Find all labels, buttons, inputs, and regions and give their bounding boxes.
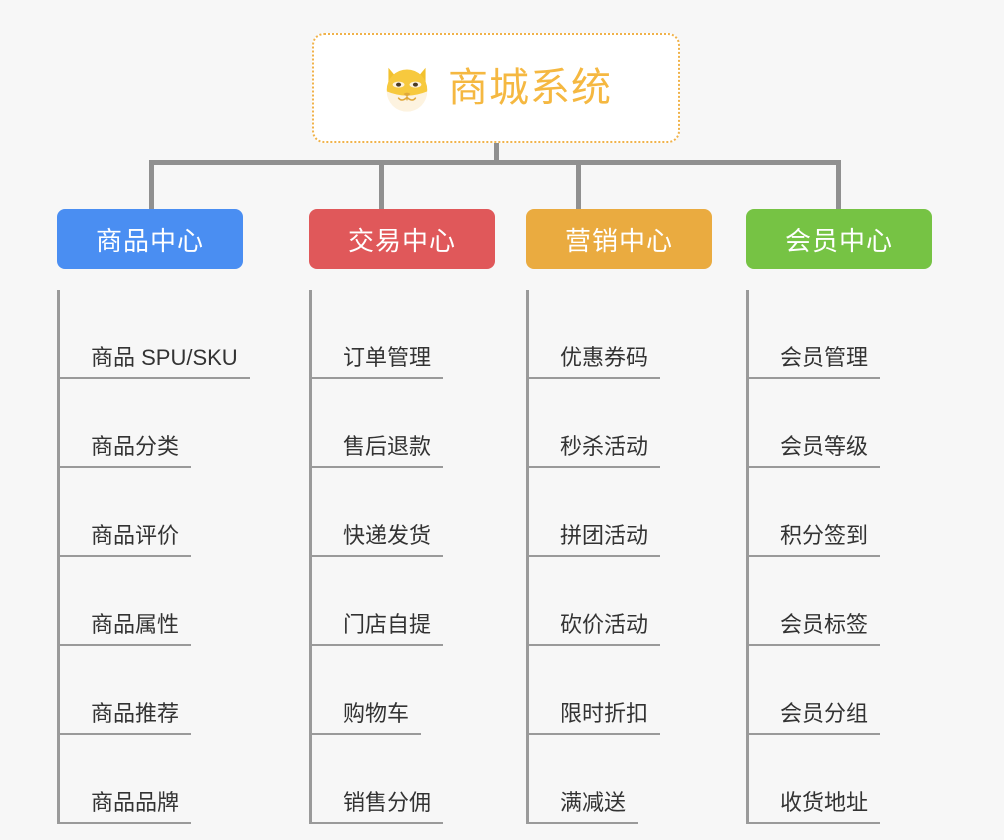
leaf-item[interactable]: 商品品牌 xyxy=(60,735,243,824)
leaf-item-label: 收货地址 xyxy=(749,790,881,824)
connector-drop-3 xyxy=(836,160,841,209)
leaf-item-label: 购物车 xyxy=(312,701,422,735)
leaf-item[interactable]: 优惠券码 xyxy=(529,290,712,379)
connector-drop-1 xyxy=(379,160,384,209)
leaf-item[interactable]: 秒杀活动 xyxy=(529,379,712,468)
root-title: 商城系统 xyxy=(448,66,612,110)
connector-drop-0 xyxy=(149,160,154,209)
leaf-item-label: 商品评价 xyxy=(60,523,192,557)
leaf-item[interactable]: 拼团活动 xyxy=(529,468,712,557)
leaf-item[interactable]: 收货地址 xyxy=(749,735,932,824)
branch-column-1: 交易中心订单管理售后退款快递发货门店自提购物车销售分佣 xyxy=(309,209,495,824)
leaf-item[interactable]: 积分签到 xyxy=(749,468,932,557)
leaf-item-label: 限时折扣 xyxy=(529,701,661,735)
leaf-item-label: 满减送 xyxy=(529,790,639,824)
branch-items-1: 订单管理售后退款快递发货门店自提购物车销售分佣 xyxy=(309,290,495,824)
leaf-item[interactable]: 商品评价 xyxy=(60,468,243,557)
leaf-item-label: 拼团活动 xyxy=(529,523,661,557)
leaf-item[interactable]: 快递发货 xyxy=(312,468,495,557)
connector-root-stem xyxy=(494,143,499,163)
leaf-item-label: 售后退款 xyxy=(312,434,444,468)
connector-drop-2 xyxy=(576,160,581,209)
leaf-item[interactable]: 订单管理 xyxy=(312,290,495,379)
shiba-dog-icon xyxy=(386,67,428,112)
leaf-item-label: 商品属性 xyxy=(60,612,192,646)
leaf-item-label: 销售分佣 xyxy=(312,790,444,824)
branch-column-0: 商品中心商品 SPU/SKU 商品分类商品评价商品属性商品推荐商品品牌 xyxy=(57,209,250,824)
leaf-item-label: 商品推荐 xyxy=(60,701,192,735)
leaf-item-label: 会员标签 xyxy=(749,612,881,646)
leaf-item-label: 会员管理 xyxy=(749,345,881,379)
branch-items-2: 优惠券码秒杀活动拼团活动砍价活动限时折扣满减送 xyxy=(526,290,712,824)
branch-column-3: 会员中心会员管理会员等级积分签到会员标签会员分组收货地址 xyxy=(746,209,932,824)
branch-items-0: 商品 SPU/SKU 商品分类商品评价商品属性商品推荐商品品牌 xyxy=(57,290,250,824)
branch-header-2[interactable]: 营销中心 xyxy=(526,209,712,269)
leaf-item-label: 会员等级 xyxy=(749,434,881,468)
leaf-item[interactable]: 售后退款 xyxy=(312,379,495,468)
leaf-item[interactable]: 会员标签 xyxy=(749,557,932,646)
root-node-mall-system[interactable]: 商城系统 xyxy=(312,33,680,143)
leaf-item-label: 商品品牌 xyxy=(60,790,192,824)
leaf-item[interactable]: 商品属性 xyxy=(60,557,243,646)
connector-horizontal-bus xyxy=(149,160,841,165)
leaf-item-label: 门店自提 xyxy=(312,612,444,646)
leaf-item-label: 订单管理 xyxy=(312,345,444,379)
leaf-item-label: 秒杀活动 xyxy=(529,434,661,468)
branch-header-0[interactable]: 商品中心 xyxy=(57,209,243,269)
leaf-item[interactable]: 商品分类 xyxy=(60,379,243,468)
leaf-item[interactable]: 购物车 xyxy=(312,646,495,735)
branch-column-2: 营销中心优惠券码秒杀活动拼团活动砍价活动限时折扣满减送 xyxy=(526,209,712,824)
leaf-item[interactable]: 销售分佣 xyxy=(312,735,495,824)
leaf-item-label: 砍价活动 xyxy=(529,612,661,646)
leaf-item-label: 商品 SPU/SKU xyxy=(60,345,250,379)
leaf-item[interactable]: 会员管理 xyxy=(749,290,932,379)
leaf-item[interactable]: 限时折扣 xyxy=(529,646,712,735)
leaf-item-label: 优惠券码 xyxy=(529,345,661,379)
leaf-item[interactable]: 满减送 xyxy=(529,735,712,824)
leaf-item[interactable]: 会员等级 xyxy=(749,379,932,468)
leaf-item-label: 积分签到 xyxy=(749,523,881,557)
leaf-item[interactable]: 砍价活动 xyxy=(529,557,712,646)
leaf-item-label: 快递发货 xyxy=(312,523,444,557)
branch-header-3[interactable]: 会员中心 xyxy=(746,209,932,269)
leaf-item-label: 会员分组 xyxy=(749,701,881,735)
branch-header-1[interactable]: 交易中心 xyxy=(309,209,495,269)
branch-items-3: 会员管理会员等级积分签到会员标签会员分组收货地址 xyxy=(746,290,932,824)
leaf-item[interactable]: 会员分组 xyxy=(749,646,932,735)
leaf-item[interactable]: 门店自提 xyxy=(312,557,495,646)
leaf-item[interactable]: 商品推荐 xyxy=(60,646,243,735)
leaf-item[interactable]: 商品 SPU/SKU xyxy=(60,290,250,379)
leaf-item-label: 商品分类 xyxy=(60,434,192,468)
